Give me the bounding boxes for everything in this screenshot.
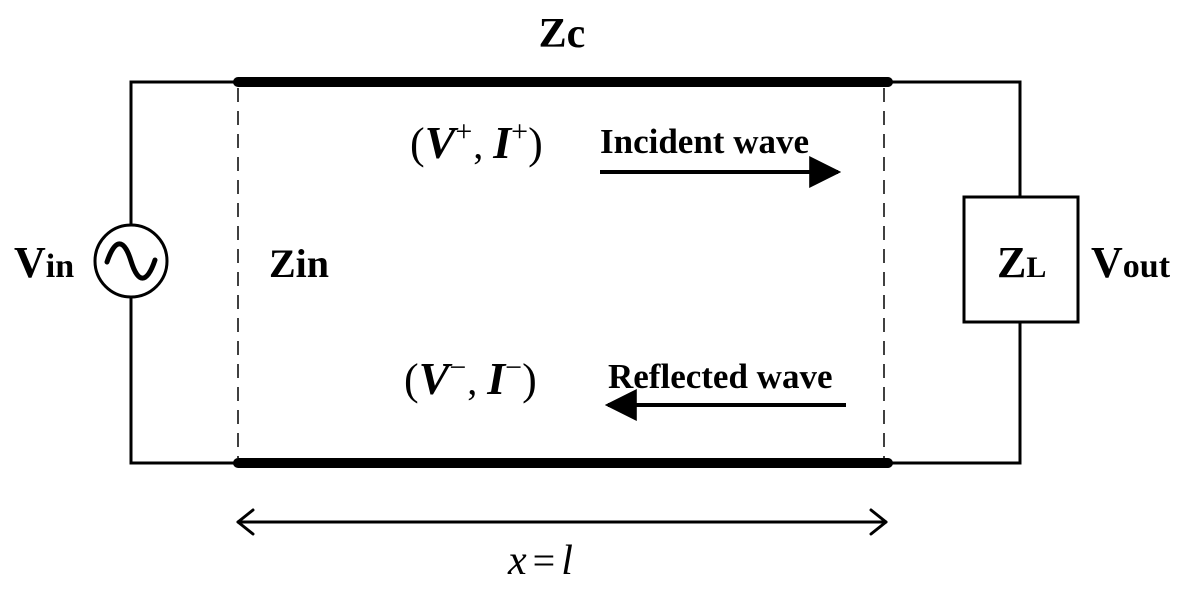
- output-voltage-label: Vout: [1091, 238, 1171, 287]
- load-impedance-label: ZL: [997, 238, 1046, 287]
- input-impedance-label: Zin: [269, 241, 329, 286]
- incident-wave-caption: Incident wave: [600, 122, 809, 161]
- length-label: x=l: [507, 538, 573, 584]
- source-voltage-label: Vin: [14, 238, 74, 287]
- reflected-wave-caption: Reflected wave: [608, 357, 832, 396]
- length-dimension-arrow: [236, 508, 888, 536]
- right-load-wire: [888, 80, 1022, 465]
- circuit-wires: [129, 80, 1022, 465]
- characteristic-impedance-label: Zc: [539, 11, 586, 57]
- ac-source-icon: [93, 223, 169, 299]
- reflected-wave-quantities: (V−,I−): [404, 351, 537, 404]
- left-source-wire: [129, 80, 238, 465]
- incident-wave-quantities: (V+,I+): [410, 115, 543, 168]
- load-impedance-box: [962, 195, 1080, 324]
